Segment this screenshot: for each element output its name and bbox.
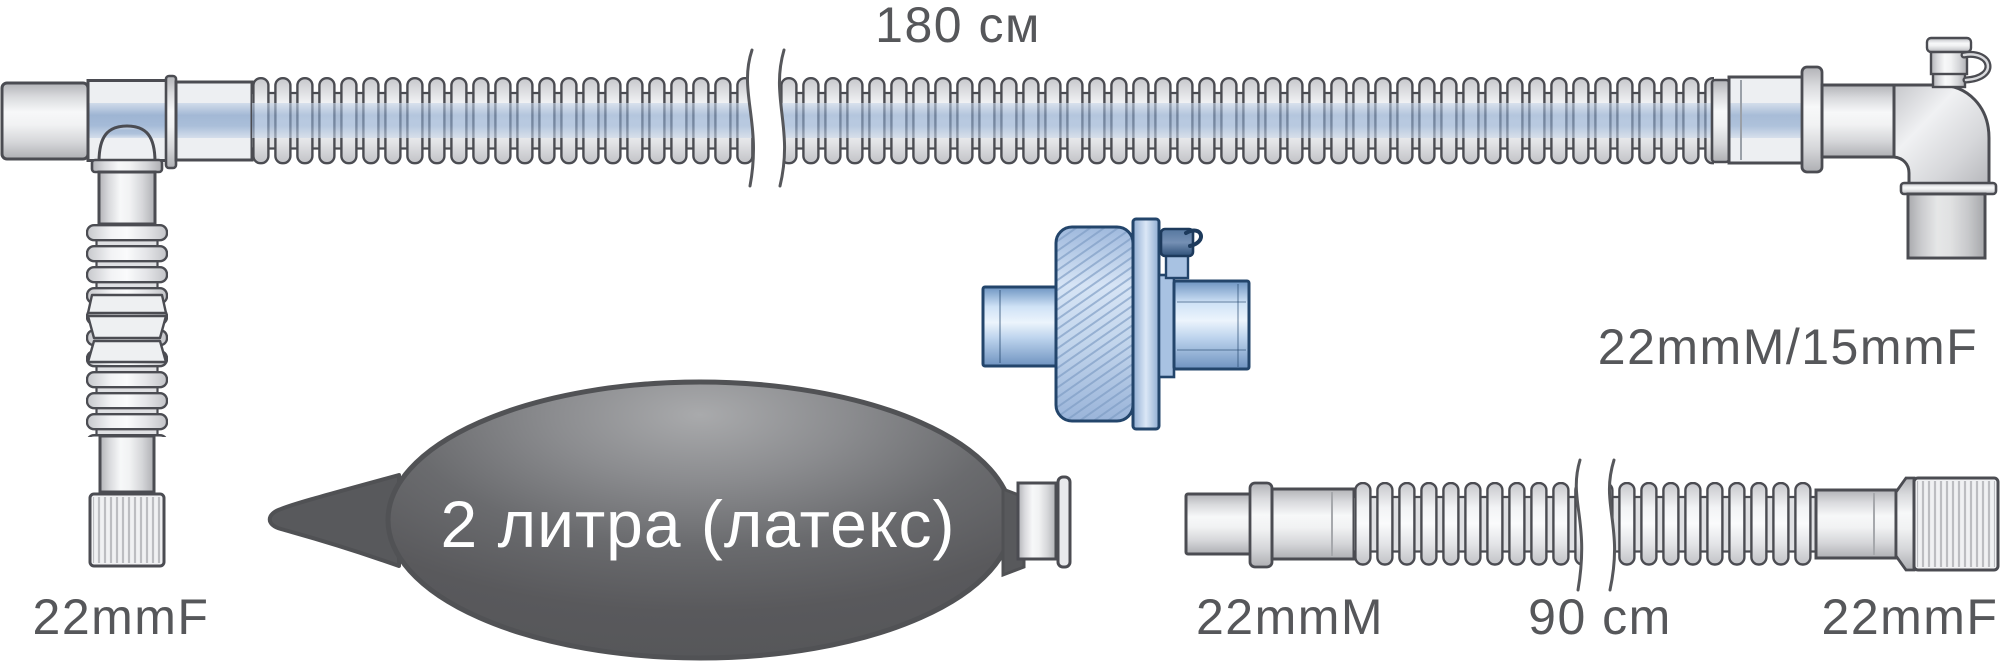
- bag-connector: [1016, 481, 1058, 561]
- machine-end-port: [0, 81, 90, 161]
- elbow-connector: [1892, 36, 1998, 260]
- branch-sleeve: [97, 170, 157, 226]
- filter-right-port: [1172, 279, 1251, 371]
- short-tube-taper: [1894, 476, 1916, 572]
- stretched-corrugation: [86, 293, 168, 364]
- label-elbow-spec: 22mmM/15mmF: [1597, 319, 1979, 375]
- filter-shoulder: [1157, 273, 1176, 379]
- short-tube-break-mark: [1574, 458, 1617, 592]
- tube-break-mark: [745, 48, 787, 188]
- tee-sleeve: [174, 80, 254, 162]
- patient-end-sleeve: [1727, 75, 1805, 165]
- branch-lower-sleeve: [98, 434, 156, 494]
- hose-end-ring: [1710, 78, 1731, 164]
- label-bag-volume: 2 литра (латекс): [440, 487, 956, 561]
- filter-left-port: [981, 285, 1059, 368]
- inner-gas-sampling-tube: [252, 103, 1729, 138]
- branch-flange: [90, 158, 164, 174]
- label-short-tube-length: 90 cm: [1528, 589, 1672, 645]
- elbow-luer-port: [1925, 36, 1992, 89]
- main-breathing-tube-180cm: [0, 48, 1896, 188]
- flex-extension-port: [86, 124, 168, 568]
- breathing-bag-2l: [267, 379, 1072, 661]
- patient-end-flange: [1800, 65, 1824, 174]
- filter-luer-cap: [1159, 227, 1195, 258]
- label-branch-port-spec: 22mmF: [32, 589, 210, 645]
- short-tube-left-sleeve: [1270, 487, 1356, 561]
- bag-tail: [267, 473, 401, 568]
- elbow-flange: [1899, 181, 1998, 196]
- short-tube-90cm: [1184, 458, 2000, 592]
- patient-end-connector: [1820, 83, 1896, 159]
- label-short-tube-left-spec: 22mmM: [1195, 589, 1385, 645]
- short-tube-male-port-22mmM: [1184, 492, 1254, 556]
- hme-filter: [981, 217, 1251, 431]
- filter-luer-port: [1159, 227, 1203, 280]
- elbow-body: [1892, 83, 1991, 186]
- filter-cap-ring: [1184, 228, 1203, 248]
- short-tube-flange: [1248, 481, 1274, 569]
- short-tube-cuff-22mmF: [1912, 476, 2000, 572]
- label-short-tube-right-spec: 22mmF: [1821, 589, 1999, 645]
- short-tube-right-sleeve: [1814, 488, 1898, 560]
- filter-flange-plate: [1131, 217, 1161, 431]
- elbow-patient-port: [1906, 192, 1987, 260]
- label-main-tube-length: 180 см: [875, 0, 1041, 53]
- branch-cuff-22mmF: [88, 492, 166, 568]
- filter-housing: [1054, 225, 1135, 423]
- bag-connector-disc: [1056, 475, 1072, 569]
